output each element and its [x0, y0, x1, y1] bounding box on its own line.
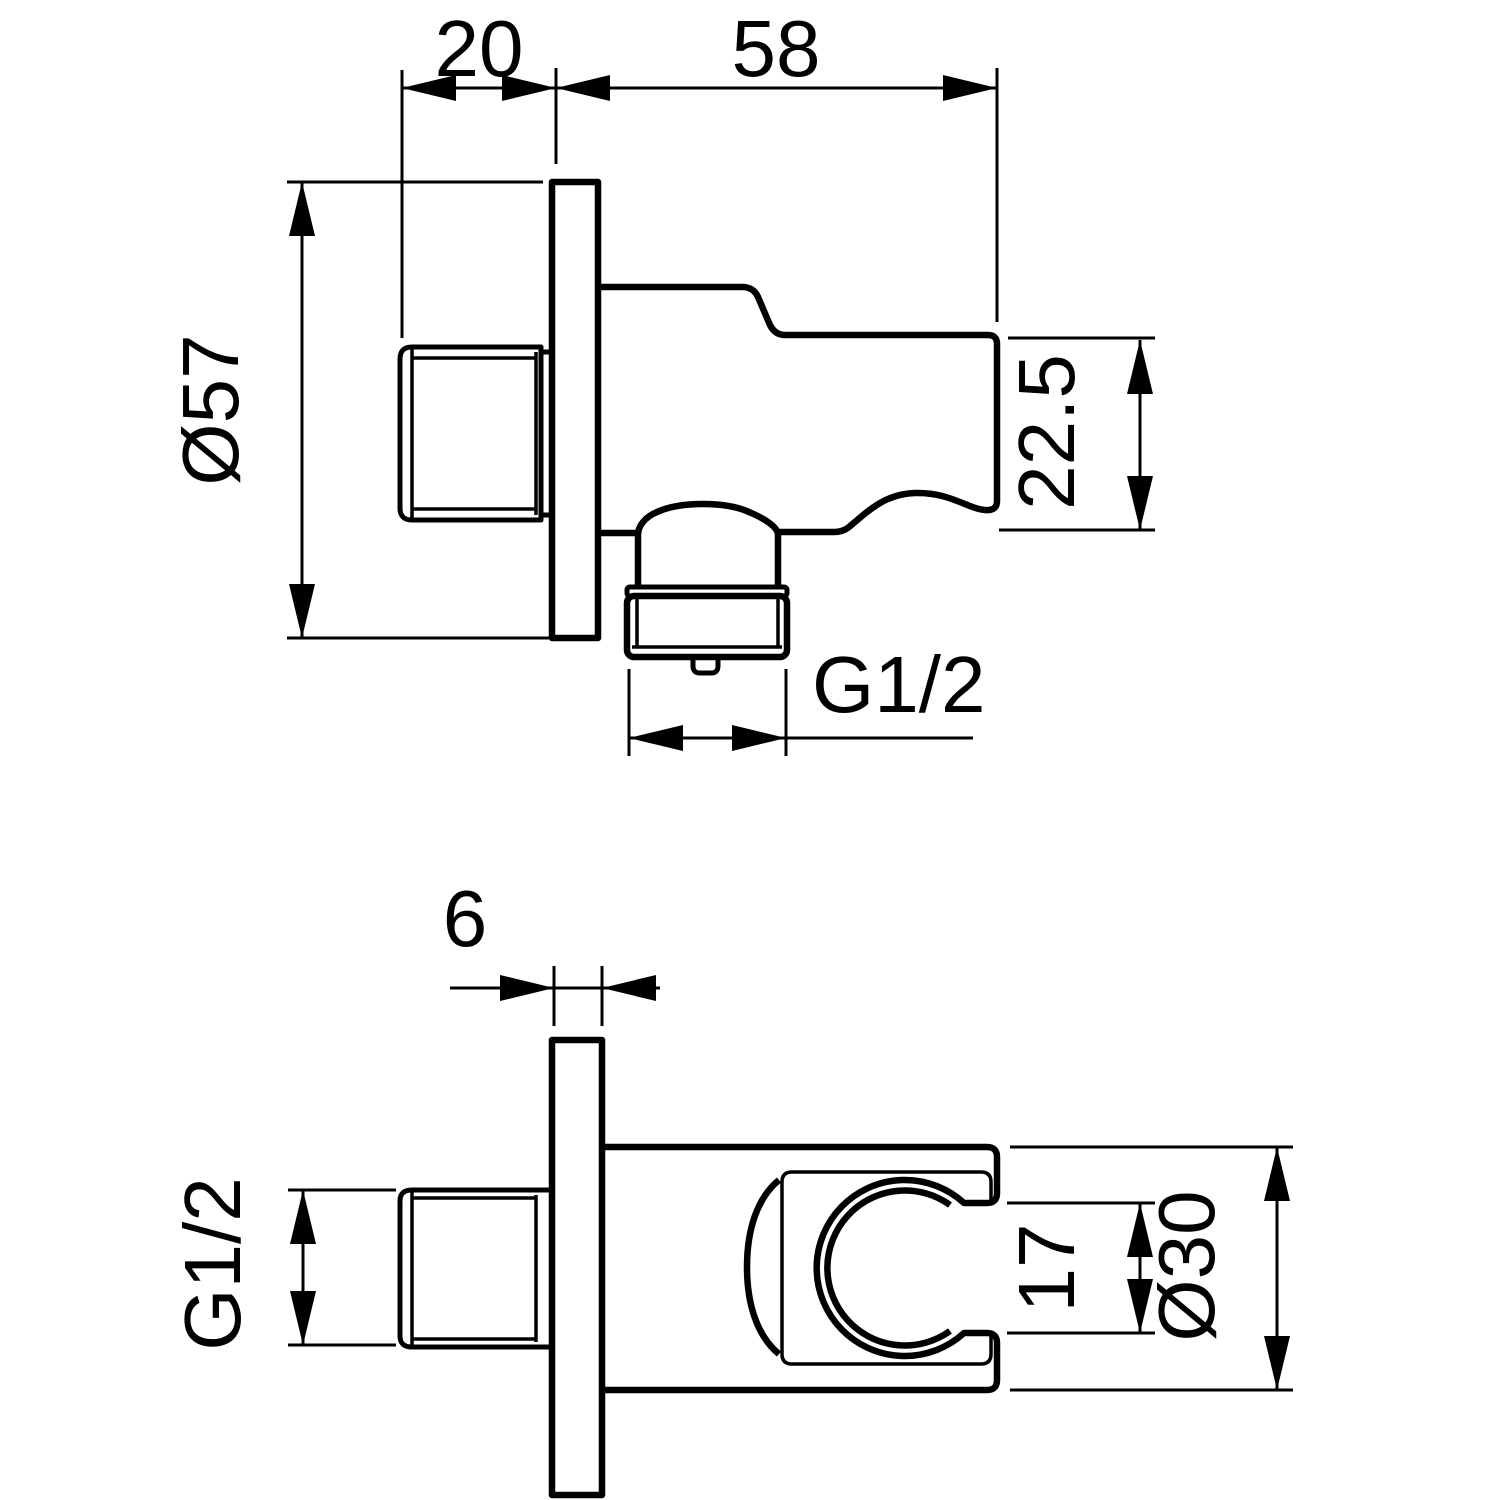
arrow-down-icon [1127, 476, 1153, 530]
thread-g12-top-label: G1/2 [812, 640, 985, 729]
dim-holder-diameter: Ø30 [1010, 1145, 1293, 1392]
dim-6-label: 6 [443, 874, 488, 963]
outlet-nut [623, 592, 791, 661]
outlet-nut-facets [632, 598, 782, 649]
dim-outlet-thread: G1/2 [627, 640, 985, 756]
dim-holder-opening: 17 [1002, 1201, 1155, 1335]
arrow-left-icon [629, 725, 683, 751]
arrow-right-icon [943, 75, 997, 101]
arrow-down-icon [290, 1291, 316, 1345]
arrow-left-icon [556, 75, 610, 101]
holder-face-plate [780, 1170, 993, 1366]
body-profile [598, 283, 1001, 536]
arrow-down-icon [1264, 1336, 1290, 1390]
dim-plate-diameter: Ø57 [166, 180, 549, 640]
dim-20-label: 20 [435, 4, 524, 93]
inlet-thread-detail [410, 1190, 538, 1347]
arrow-down-icon [289, 584, 315, 638]
dim-22-5-label: 22.5 [1002, 354, 1091, 510]
outlet-shoulder [634, 500, 782, 587]
dim-inlet-depth: 20 [400, 4, 558, 338]
dim-outlet-height: 22.5 [999, 336, 1155, 532]
bottom-view: 6 G1/2 17 Ø30 [168, 874, 1293, 1499]
arrow-up-icon [1264, 1147, 1290, 1201]
arrow-down-icon [1127, 1279, 1153, 1333]
inlet-neck [541, 349, 552, 518]
arrow-right-icon [500, 975, 554, 1001]
arrow-left-icon [402, 75, 456, 101]
inlet-thread-side [397, 344, 544, 523]
arrow-up-icon [1127, 340, 1153, 394]
arrow-left-icon [602, 975, 656, 1001]
top-view: 20 58 Ø57 22.5 G1/2 [166, 4, 1155, 756]
top-view-part [397, 178, 1001, 676]
holder-cup-bulge [743, 1177, 782, 1357]
holder-body-outline [602, 1143, 1001, 1394]
arrow-up-icon [290, 1190, 316, 1244]
wall-plate-front [548, 1036, 606, 1499]
dim-inlet-thread: G1/2 [168, 1177, 396, 1351]
dim-dia57-label: Ø57 [166, 334, 255, 485]
wall-plate-side [548, 178, 602, 642]
bottom-view-part [397, 1036, 1001, 1499]
outlet-tip [690, 660, 721, 676]
dim-plate-thickness: 6 [443, 874, 660, 1026]
dim-58-label: 58 [732, 4, 821, 93]
dim-dia30-label: Ø30 [1142, 1190, 1231, 1341]
arrow-right-icon [732, 725, 786, 751]
arrow-up-icon [289, 182, 315, 236]
thread-g12-bottom-label: G1/2 [168, 1177, 257, 1350]
arrow-up-icon [1127, 1203, 1153, 1257]
holder-cup-ring [824, 1187, 952, 1349]
dim-projection: 58 [556, 4, 999, 322]
inlet-thread-detail [410, 347, 538, 520]
dim-17-label: 17 [1002, 1224, 1091, 1313]
inlet-thread-front [397, 1187, 555, 1350]
arrow-right-icon [502, 75, 556, 101]
